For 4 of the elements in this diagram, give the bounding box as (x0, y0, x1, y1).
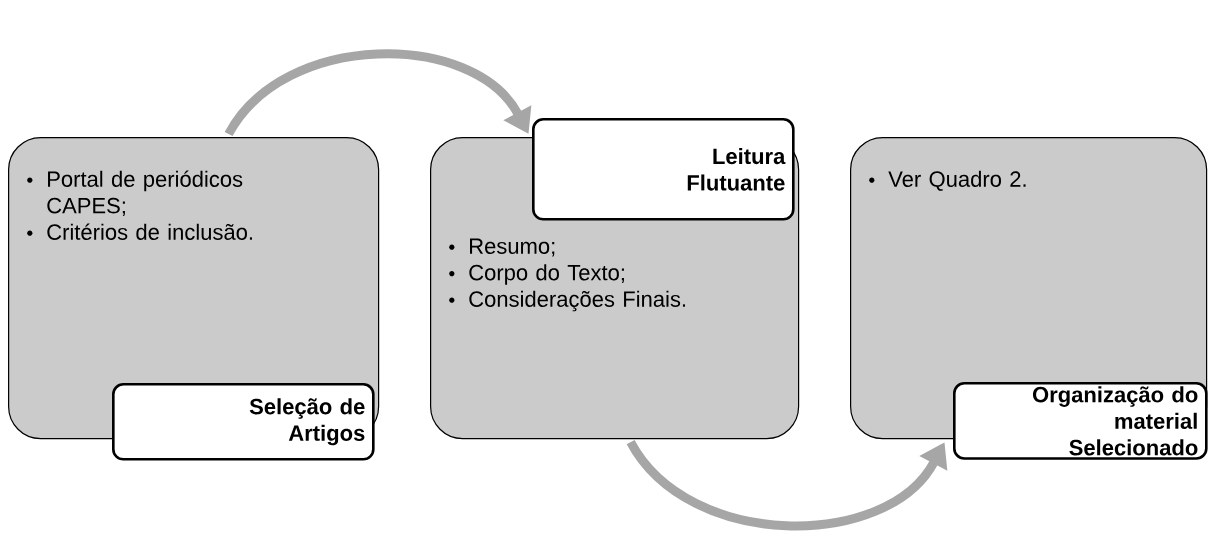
curved-arrow (224, 49, 532, 137)
title-box: Seleção de Artigos (112, 383, 375, 461)
title-box: Leitura Flutuante (532, 118, 795, 221)
title-box: Organização do material Selecionado (953, 382, 1208, 460)
